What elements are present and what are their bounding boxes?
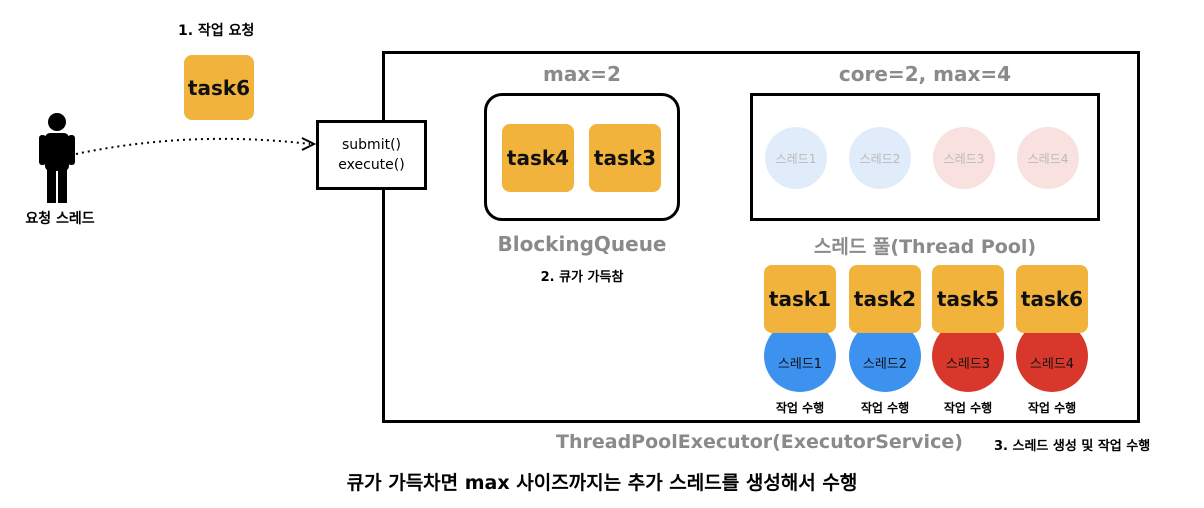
idle-thread: 스레드4 bbox=[1017, 127, 1079, 189]
thread-pool-box bbox=[750, 93, 1100, 221]
pool-step-label: 3. 스레드 생성 및 작업 수행 bbox=[994, 439, 1151, 454]
caption: 큐가 가득차면 max 사이즈까지는 추가 스레드를 생성해서 수행 bbox=[346, 472, 858, 494]
submit-execute-box: submit() execute() bbox=[316, 120, 427, 190]
executor-box bbox=[382, 51, 1140, 423]
idle-thread: 스레드1 bbox=[765, 127, 827, 189]
person-label: 요청 스레드 bbox=[25, 211, 95, 227]
worker-task: task1 bbox=[764, 265, 836, 333]
worker-action: 작업 수행 bbox=[943, 401, 993, 415]
queue-max-label: max=2 bbox=[543, 62, 621, 86]
queue-task: task3 bbox=[589, 124, 661, 192]
worker-task: task2 bbox=[849, 265, 921, 333]
worker-task: task6 bbox=[1016, 265, 1088, 333]
worker-action: 작업 수행 bbox=[1027, 401, 1077, 415]
queue-task: task4 bbox=[502, 124, 574, 192]
executor-name: ThreadPoolExecutor(ExecutorService) bbox=[556, 431, 963, 453]
incoming-task: task6 bbox=[184, 55, 254, 120]
person-icon bbox=[39, 113, 75, 203]
idle-thread: 스레드3 bbox=[933, 127, 995, 189]
queue-status: 2. 큐가 가득참 bbox=[540, 270, 624, 285]
idle-thread: 스레드2 bbox=[849, 127, 911, 189]
request-arrow bbox=[75, 137, 317, 155]
request-step-label: 1. 작업 요청 bbox=[178, 23, 255, 39]
execute-method: execute() bbox=[338, 157, 405, 173]
queue-name: BlockingQueue bbox=[497, 232, 667, 256]
worker-action: 작업 수행 bbox=[860, 401, 910, 415]
submit-method: submit() bbox=[342, 137, 401, 153]
pool-name: 스레드 풀(Thread Pool) bbox=[813, 236, 1037, 258]
worker-task: task5 bbox=[932, 265, 1004, 333]
pool-max-label: core=2, max=4 bbox=[838, 62, 1012, 86]
blocking-queue-box bbox=[484, 93, 680, 221]
worker-action: 작업 수행 bbox=[775, 401, 825, 415]
